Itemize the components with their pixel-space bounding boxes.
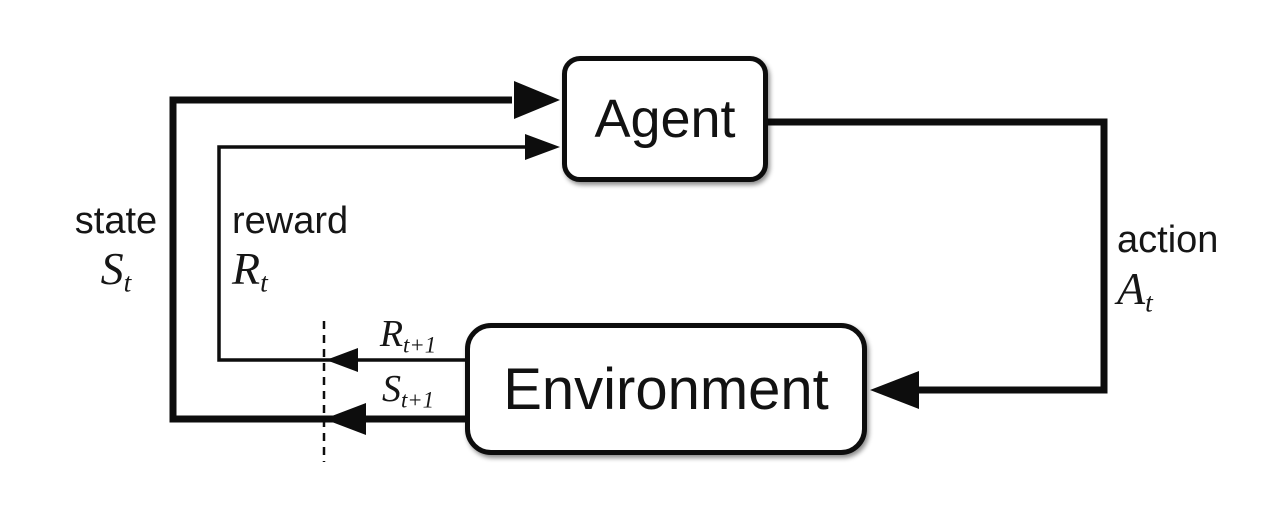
- reward-symbol-subscript: t: [260, 266, 268, 298]
- state-flow-line: [169, 96, 512, 423]
- state-label: state: [74, 200, 158, 242]
- agent-node-label: Agent: [594, 89, 736, 149]
- next-state-symbol: St+1: [381, 368, 435, 413]
- state-arrowhead: [514, 81, 560, 119]
- next-state-subscript: t+1: [400, 387, 435, 413]
- state-symbol: St: [100, 243, 132, 298]
- environment-node-label: Environment: [503, 356, 829, 422]
- reward-symbol: Rt: [232, 243, 268, 298]
- reward-label: reward: [232, 200, 349, 242]
- action-symbol: At: [1117, 263, 1153, 318]
- next-reward-subscript: t+1: [403, 332, 437, 358]
- action-label: action: [1117, 219, 1219, 261]
- reward-arrowhead: [525, 134, 560, 160]
- reward-boundary-arrowhead: [326, 348, 358, 372]
- action-arrowhead: [870, 371, 919, 409]
- next-reward-symbol: Rt+1: [379, 313, 437, 358]
- state-symbol-subscript: t: [123, 266, 132, 298]
- environment-node: Environment: [465, 323, 867, 455]
- action-symbol-subscript: t: [1145, 286, 1153, 318]
- state-boundary-arrowhead: [324, 403, 366, 435]
- agent-node: Agent: [562, 56, 768, 182]
- action-flow-line: [768, 118, 1108, 394]
